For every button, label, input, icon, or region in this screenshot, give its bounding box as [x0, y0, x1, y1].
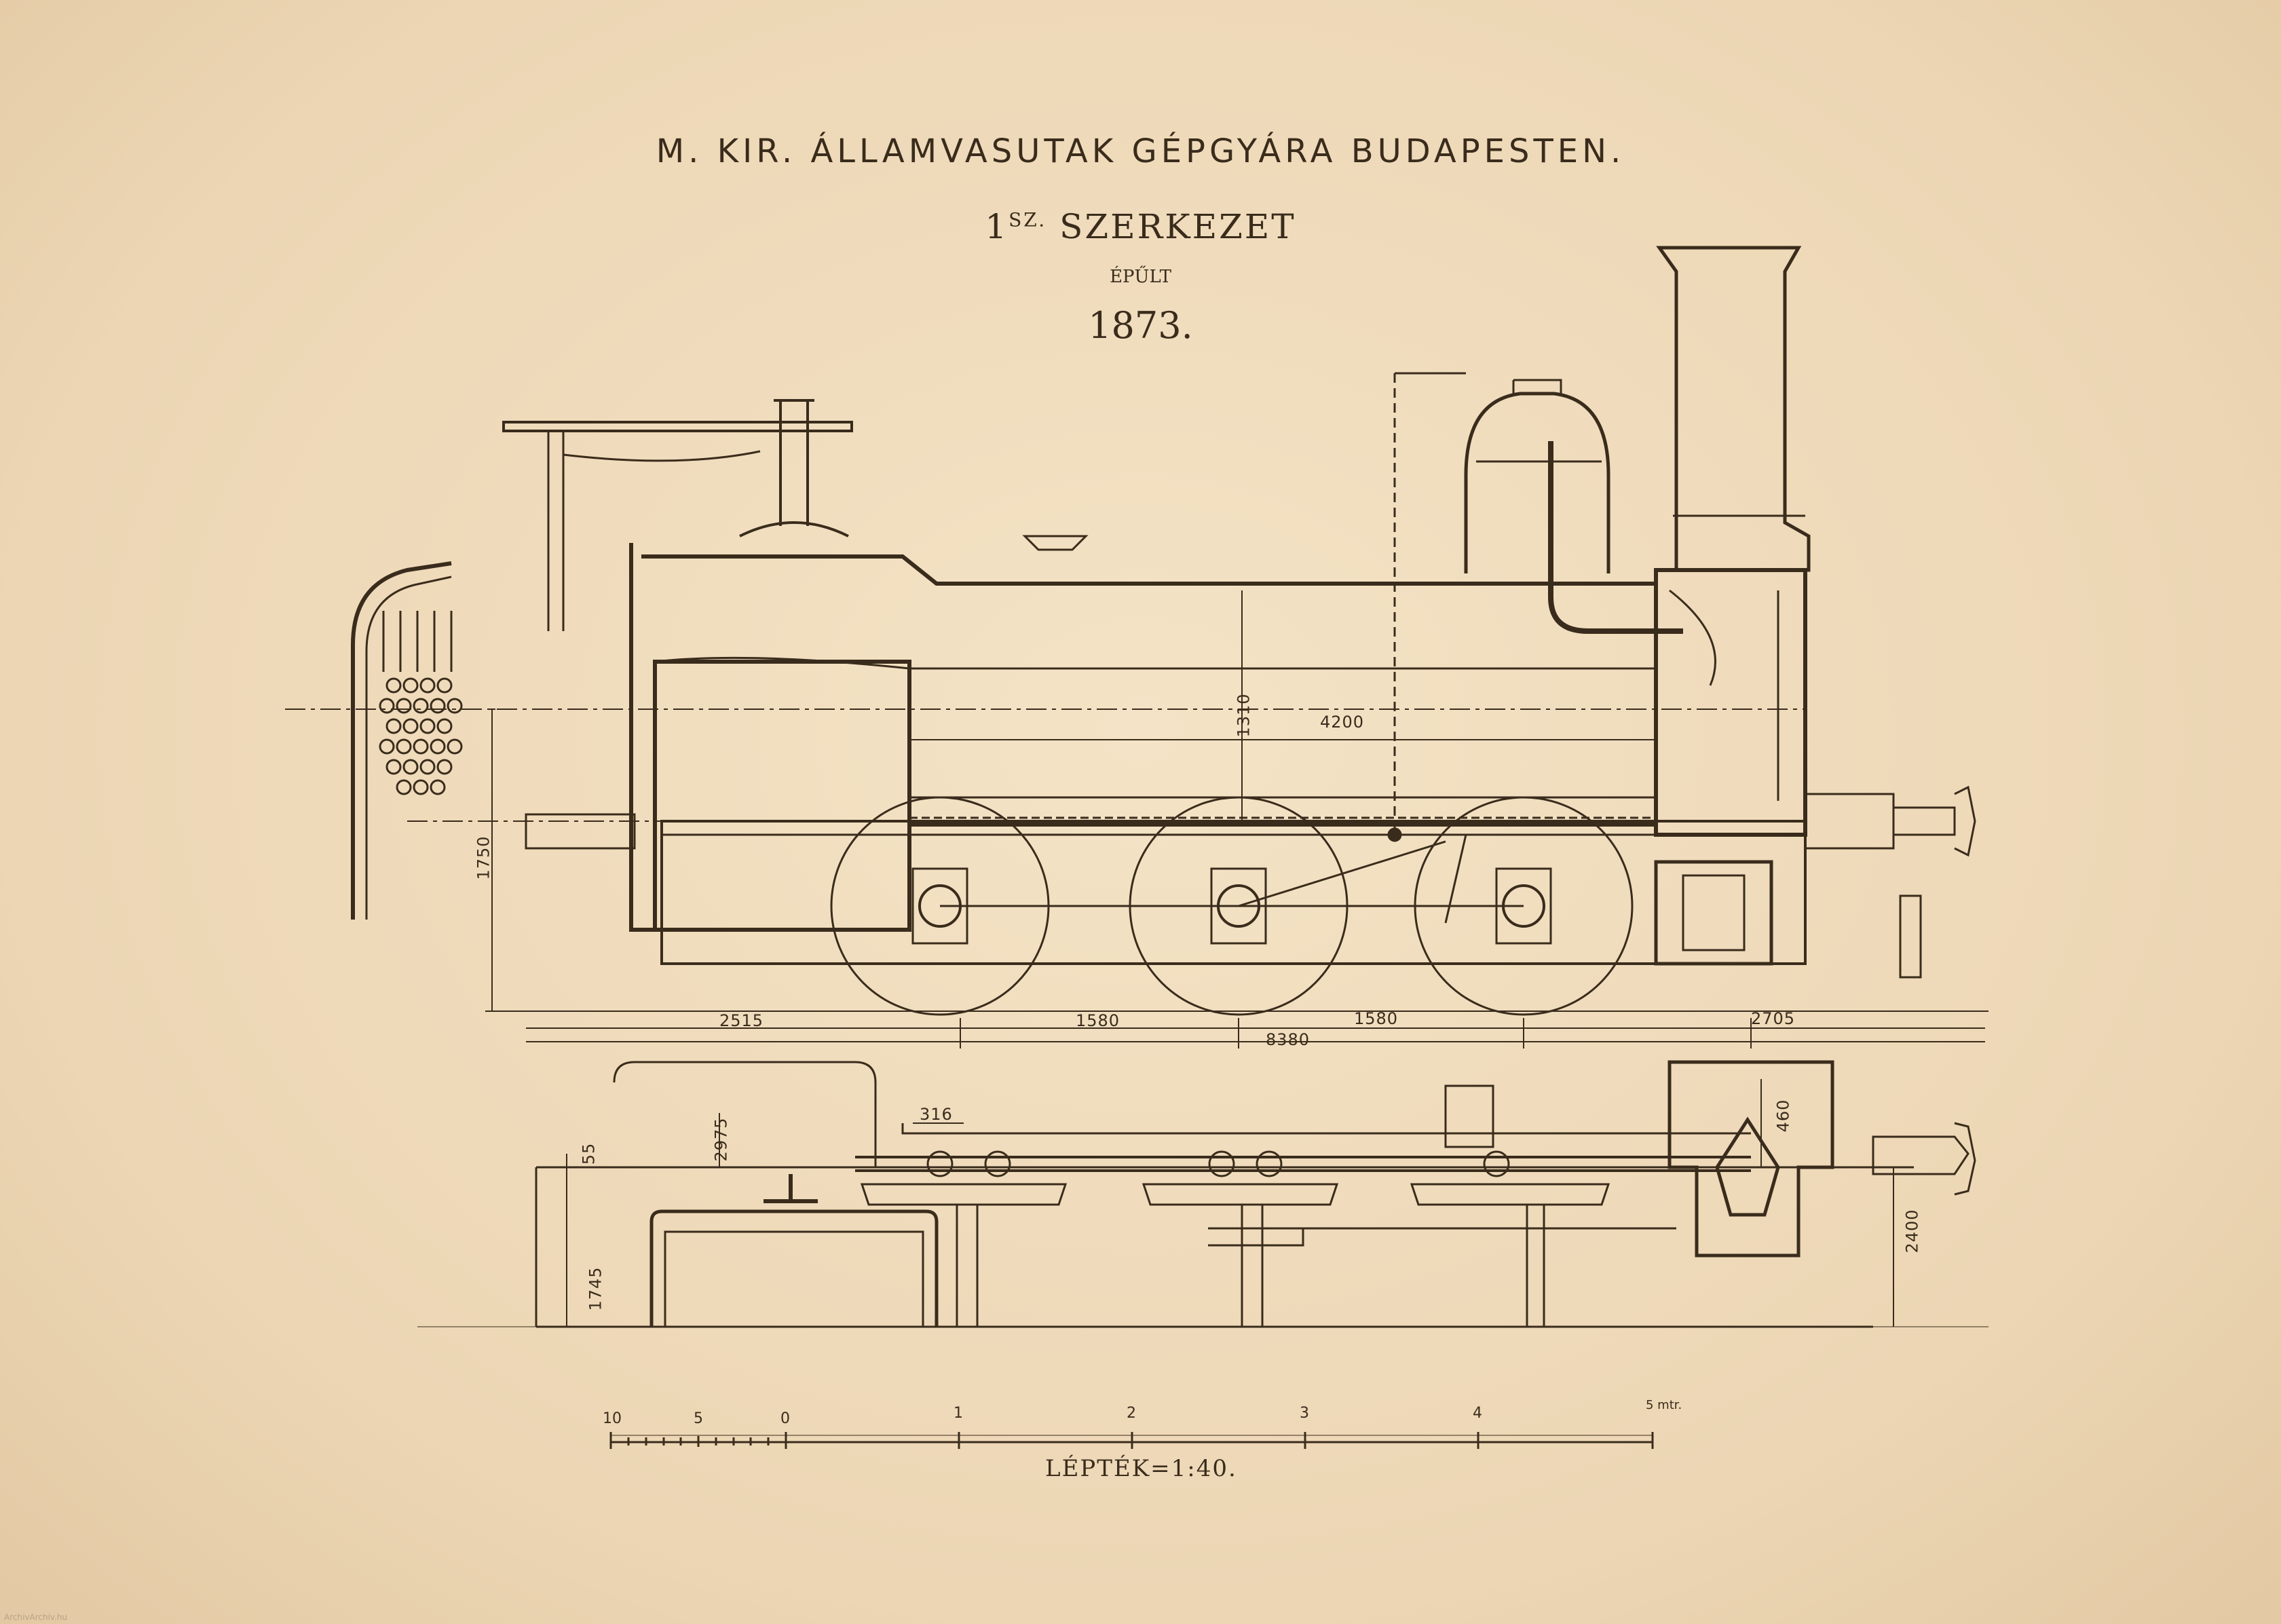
built-label: ÉPŰLT	[1110, 267, 1171, 287]
build-year: 1873.	[1088, 304, 1193, 347]
design-number: 1	[985, 207, 1009, 246]
scale-tick: 5 mtr.	[1646, 1398, 1682, 1412]
dim-2705: 2705	[1751, 1009, 1796, 1028]
scale-tick: 4	[1473, 1405, 1482, 1422]
side-elevation	[285, 246, 1988, 1016]
scale-tick: 5	[694, 1410, 703, 1427]
design-word: SZERKEZET	[1059, 207, 1296, 246]
scale-label: LÉPTÉK=1:40.	[1045, 1449, 1237, 1484]
scale-tick: 2	[1127, 1405, 1136, 1422]
design-title: 1SZ. SZERKEZET	[0, 207, 2281, 246]
dim-2515: 2515	[719, 1011, 764, 1030]
plan-view	[535, 1060, 1976, 1328]
dim-316: 316	[920, 1105, 953, 1124]
dim-1310: 1310	[1234, 693, 1253, 738]
scale-tick: 1	[954, 1405, 963, 1422]
dim-1580-a: 1580	[1076, 1011, 1120, 1030]
dim-4200: 4200	[1320, 713, 1365, 732]
scale-tick: 3	[1300, 1405, 1309, 1422]
dim-2975: 2975	[711, 1117, 731, 1162]
scale-bar-graphic	[609, 1432, 1654, 1449]
scale-tick: 10	[603, 1410, 622, 1427]
dim-460: 460	[1773, 1099, 1793, 1133]
dim-2400: 2400	[1902, 1209, 1922, 1253]
dim-1580-b: 1580	[1354, 1009, 1399, 1028]
tube-nest	[379, 611, 463, 795]
dim-55: 55	[579, 1142, 599, 1165]
plan-dimension-lines	[417, 1079, 1988, 1327]
dim-1745: 1745	[586, 1266, 605, 1311]
scale-label-ratio: =1:40.	[1150, 1455, 1237, 1482]
dim-1750: 1750	[474, 835, 493, 880]
watermark: ArchivArchiv.hu	[4, 1612, 68, 1622]
design-suffix: SZ.	[1008, 208, 1047, 231]
scale-tick: 0	[780, 1410, 790, 1427]
side-dimension-lines	[489, 590, 1985, 1049]
plate-heading: M. KIR. ÁLLAMVASUTAK GÉPGYÁRA BUDAPESTEN…	[656, 132, 1625, 170]
scale-label-word: LÉPTÉK	[1045, 1455, 1151, 1482]
dim-8380: 8380	[1266, 1030, 1311, 1049]
